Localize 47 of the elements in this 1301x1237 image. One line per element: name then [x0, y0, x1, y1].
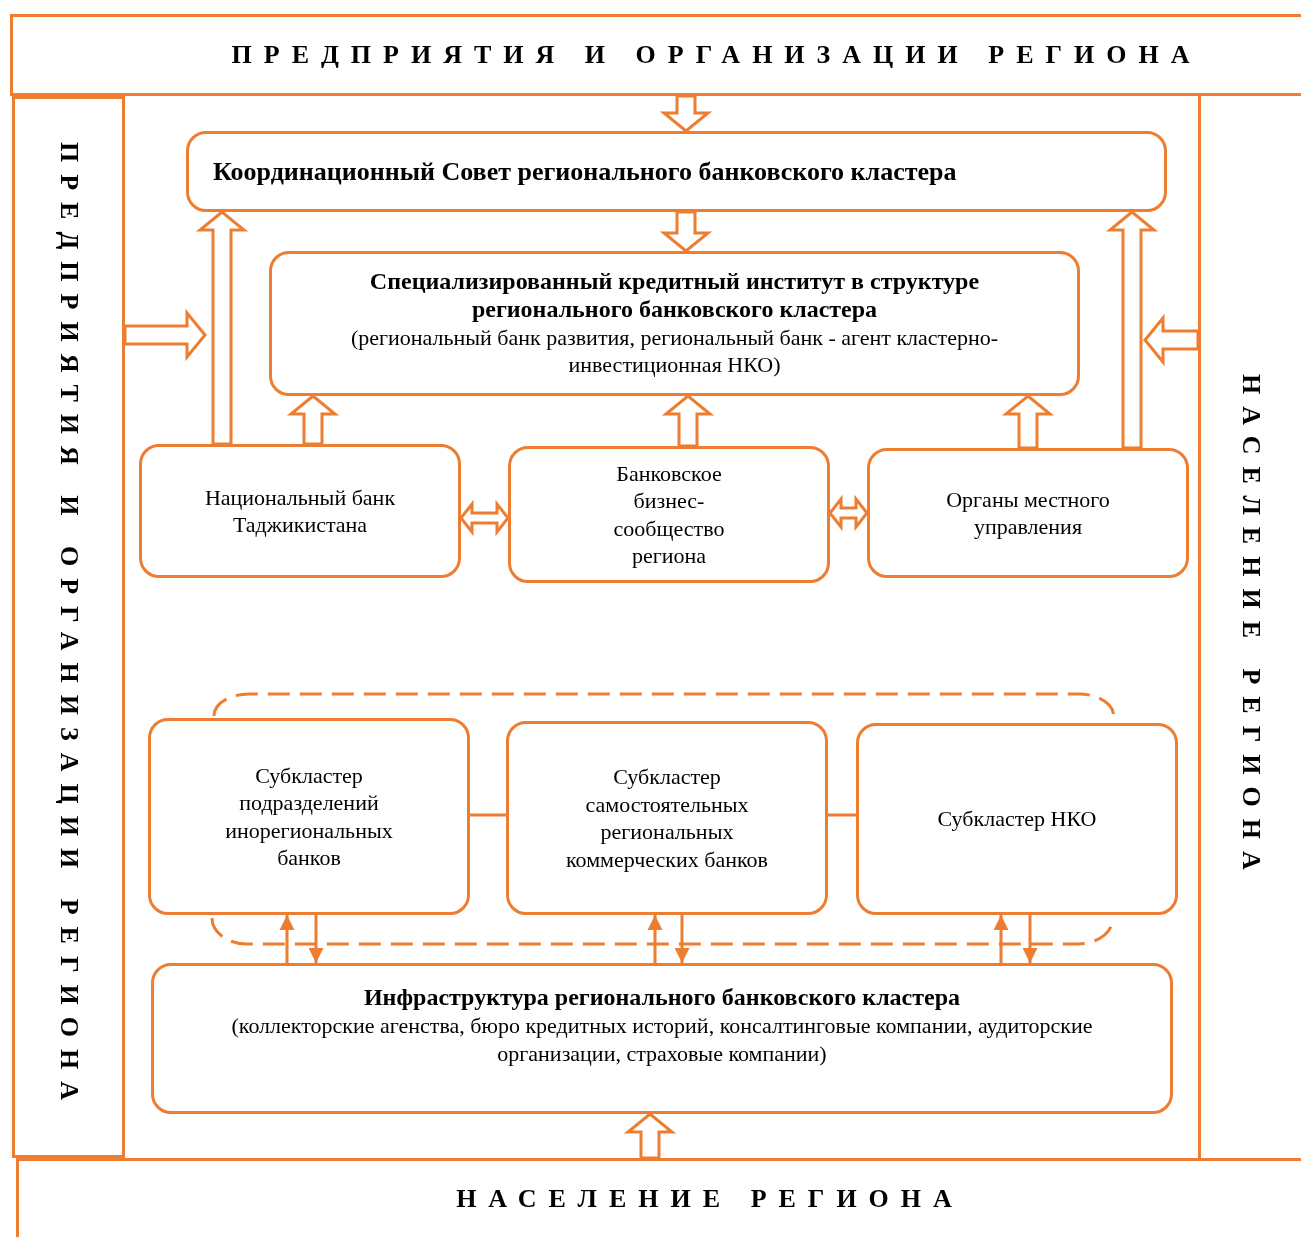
block-arrow — [1143, 313, 1200, 367]
node-text: (региональный банк развития, региональный банк - агент кластерно-инвестиционная НКО) — [349, 323, 1000, 379]
block-arrow — [659, 210, 713, 253]
side-band — [10, 14, 1301, 96]
node-text: Субкластер подразделений инорегиональных банков — [224, 761, 394, 872]
block-arrow — [123, 308, 207, 362]
block-arrow — [286, 394, 340, 446]
node-text: Органы местного управления — [945, 485, 1111, 541]
arrow — [279, 915, 295, 963]
rounded-box — [269, 251, 1080, 396]
node-title: Специализированный кредитный институт в структуре регионального банковского кластера — [368, 268, 981, 324]
node-text: Субкластер НКО — [937, 805, 1097, 833]
side-band — [16, 1158, 1301, 1237]
block-arrow — [659, 94, 713, 133]
node-title: Координационный Совет регионального банковского кластера — [213, 156, 957, 187]
rounded-box — [506, 721, 828, 915]
connector-line — [470, 813, 506, 817]
arrow — [647, 915, 663, 963]
band-title: ПРЕДПРИЯТИЯ И ОРГАНИЗАЦИИ РЕГИОНА — [231, 40, 1202, 70]
block-arrow — [1105, 210, 1159, 450]
block-arrow — [661, 394, 715, 448]
arrow — [308, 915, 324, 963]
rounded-box — [148, 718, 470, 915]
rounded-box — [151, 963, 1173, 1114]
node-text: Банковское бизнес-сообщество региона — [612, 459, 726, 570]
band-title: НАСЕЛЕНИЕ РЕГИОНА — [456, 1184, 964, 1214]
side-band — [12, 96, 125, 1158]
block-arrow — [1001, 394, 1055, 450]
block-arrow — [623, 1112, 677, 1160]
arrow — [1022, 915, 1038, 963]
arrow — [674, 915, 690, 963]
connector-line — [828, 813, 856, 817]
rounded-box — [856, 723, 1178, 915]
node-text: Субкластер самостоятельных региональных коммерческих банков — [565, 763, 769, 873]
band-title: НАСЕЛЕНИЕ РЕГИОНА — [1236, 374, 1266, 882]
block-arrow — [459, 499, 510, 537]
node-text: (коллекторские агенства, бюро кредитных историй, консалтинговые компании, аудиторские организации, страховые компании) — [230, 1011, 1094, 1069]
arrow — [993, 915, 1009, 963]
band-title: ПРЕДПРИЯТИЯ И ОРГАНИЗАЦИИ РЕГИОНА — [53, 142, 84, 1112]
block-arrow — [828, 494, 869, 532]
node-text: Национальный банк Таджикистана — [203, 483, 397, 539]
rounded-box — [139, 444, 461, 578]
rounded-box — [508, 446, 830, 583]
rounded-box — [186, 131, 1167, 212]
block-arrow — [195, 210, 249, 446]
rounded-box — [867, 448, 1189, 578]
node-title: Инфраструктура регионального банковского кластера — [363, 984, 961, 1012]
